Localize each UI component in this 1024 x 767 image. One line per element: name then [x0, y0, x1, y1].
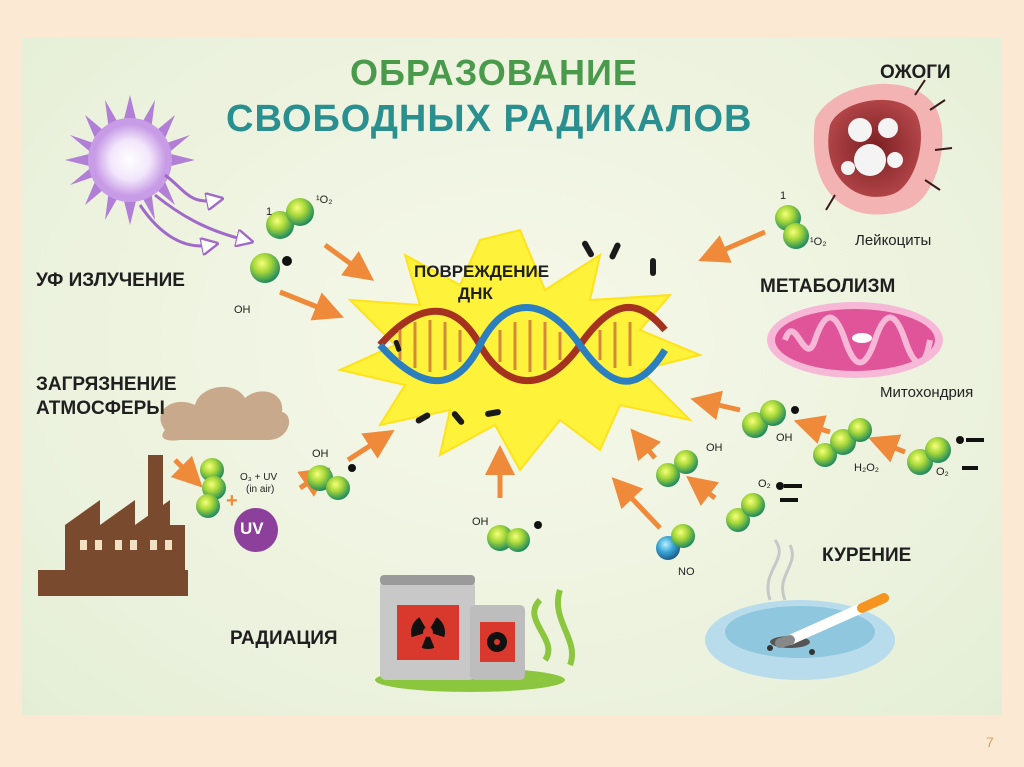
oh-label-metabolism: OH: [776, 432, 793, 444]
leukocyte-singlet-oxygen-molecule: [775, 205, 809, 249]
title-line-2: СВОБОДНЫХ РАДИКАЛОВ: [226, 98, 753, 140]
uv-badge-label: UV: [240, 519, 264, 538]
ozone-molecule: [196, 458, 226, 518]
in-air-label: (in air): [246, 484, 275, 495]
oh-label-pollution: OH: [312, 448, 329, 460]
singlet-index-burns: 1: [780, 190, 787, 202]
burns-label: ОЖОГИ: [880, 62, 951, 83]
smoking-label: КУРЕНИЕ: [822, 545, 912, 566]
nitric-oxide-molecule: [656, 524, 695, 560]
pollution-label-line-1: ЗАГРЯЗНЕНИЕ: [36, 374, 177, 395]
uv-badge: [234, 508, 278, 552]
metabolism-hydroxyl-molecule: [742, 400, 799, 438]
o2-label-right: O₂: [936, 466, 949, 478]
uv-hydroxyl-molecule: [250, 253, 292, 283]
pollution-hydroxyl-molecule: [307, 464, 356, 500]
orange-arrows: [170, 229, 906, 530]
leukocytes-label: Лейкоциты: [855, 232, 932, 249]
oh-label-radiation: OH: [472, 516, 489, 528]
cigarette-icon: [775, 593, 889, 648]
dna-damage-label-line-1: ПОВРЕЖДЕНИЕ: [414, 262, 550, 281]
singlet-o2-label-uv: ¹O₂: [316, 194, 333, 206]
pollution-label-line-2: АТМОСФЕРЫ: [36, 398, 165, 419]
smog-cloud-icon: [160, 386, 290, 441]
ozone-uv-label: O₃ + UV: [240, 472, 278, 483]
oh-label-uv: OH: [234, 304, 251, 316]
slide-number: 7: [986, 734, 994, 750]
plus-sign: +: [226, 490, 238, 512]
metabolism-label: МЕТАБОЛИЗМ: [760, 276, 896, 297]
dna-damage-label-line-2: ДНК: [458, 284, 493, 303]
dna-helix: [377, 240, 668, 425]
uv-singlet-oxygen-molecule: [266, 198, 314, 239]
title-line-1: ОБРАЗОВАНИЕ: [350, 52, 638, 93]
singlet-index-uv: 1: [266, 206, 273, 218]
singlet-o2-label-burns: ¹O₂: [810, 236, 827, 248]
oh-label-center-right: OH: [706, 442, 723, 454]
h2o2-label: H₂O₂: [854, 462, 880, 474]
burns-icon: [813, 79, 953, 215]
radiation-hydroxyl-molecule: [487, 521, 542, 552]
hydroxyl-molecule-center-right: [656, 450, 698, 487]
mitochondria-label: Митохондрия: [880, 384, 974, 401]
o2-label-center-right: O₂: [758, 478, 771, 490]
factory-icon: [38, 455, 188, 596]
no-label: NO: [678, 566, 695, 578]
radiation-barrels-icon: [375, 575, 575, 692]
uv-radiation-label: УФ ИЗЛУЧЕНИЕ: [36, 270, 185, 291]
superoxide-molecule-right: [907, 436, 984, 475]
radiation-label: РАДИАЦИЯ: [230, 628, 338, 649]
hydrogen-peroxide-molecule: [813, 418, 872, 467]
sun-icon: [65, 95, 245, 246]
mitochondrion-icon: [767, 302, 943, 378]
superoxide-molecule-center-right: [726, 482, 802, 532]
